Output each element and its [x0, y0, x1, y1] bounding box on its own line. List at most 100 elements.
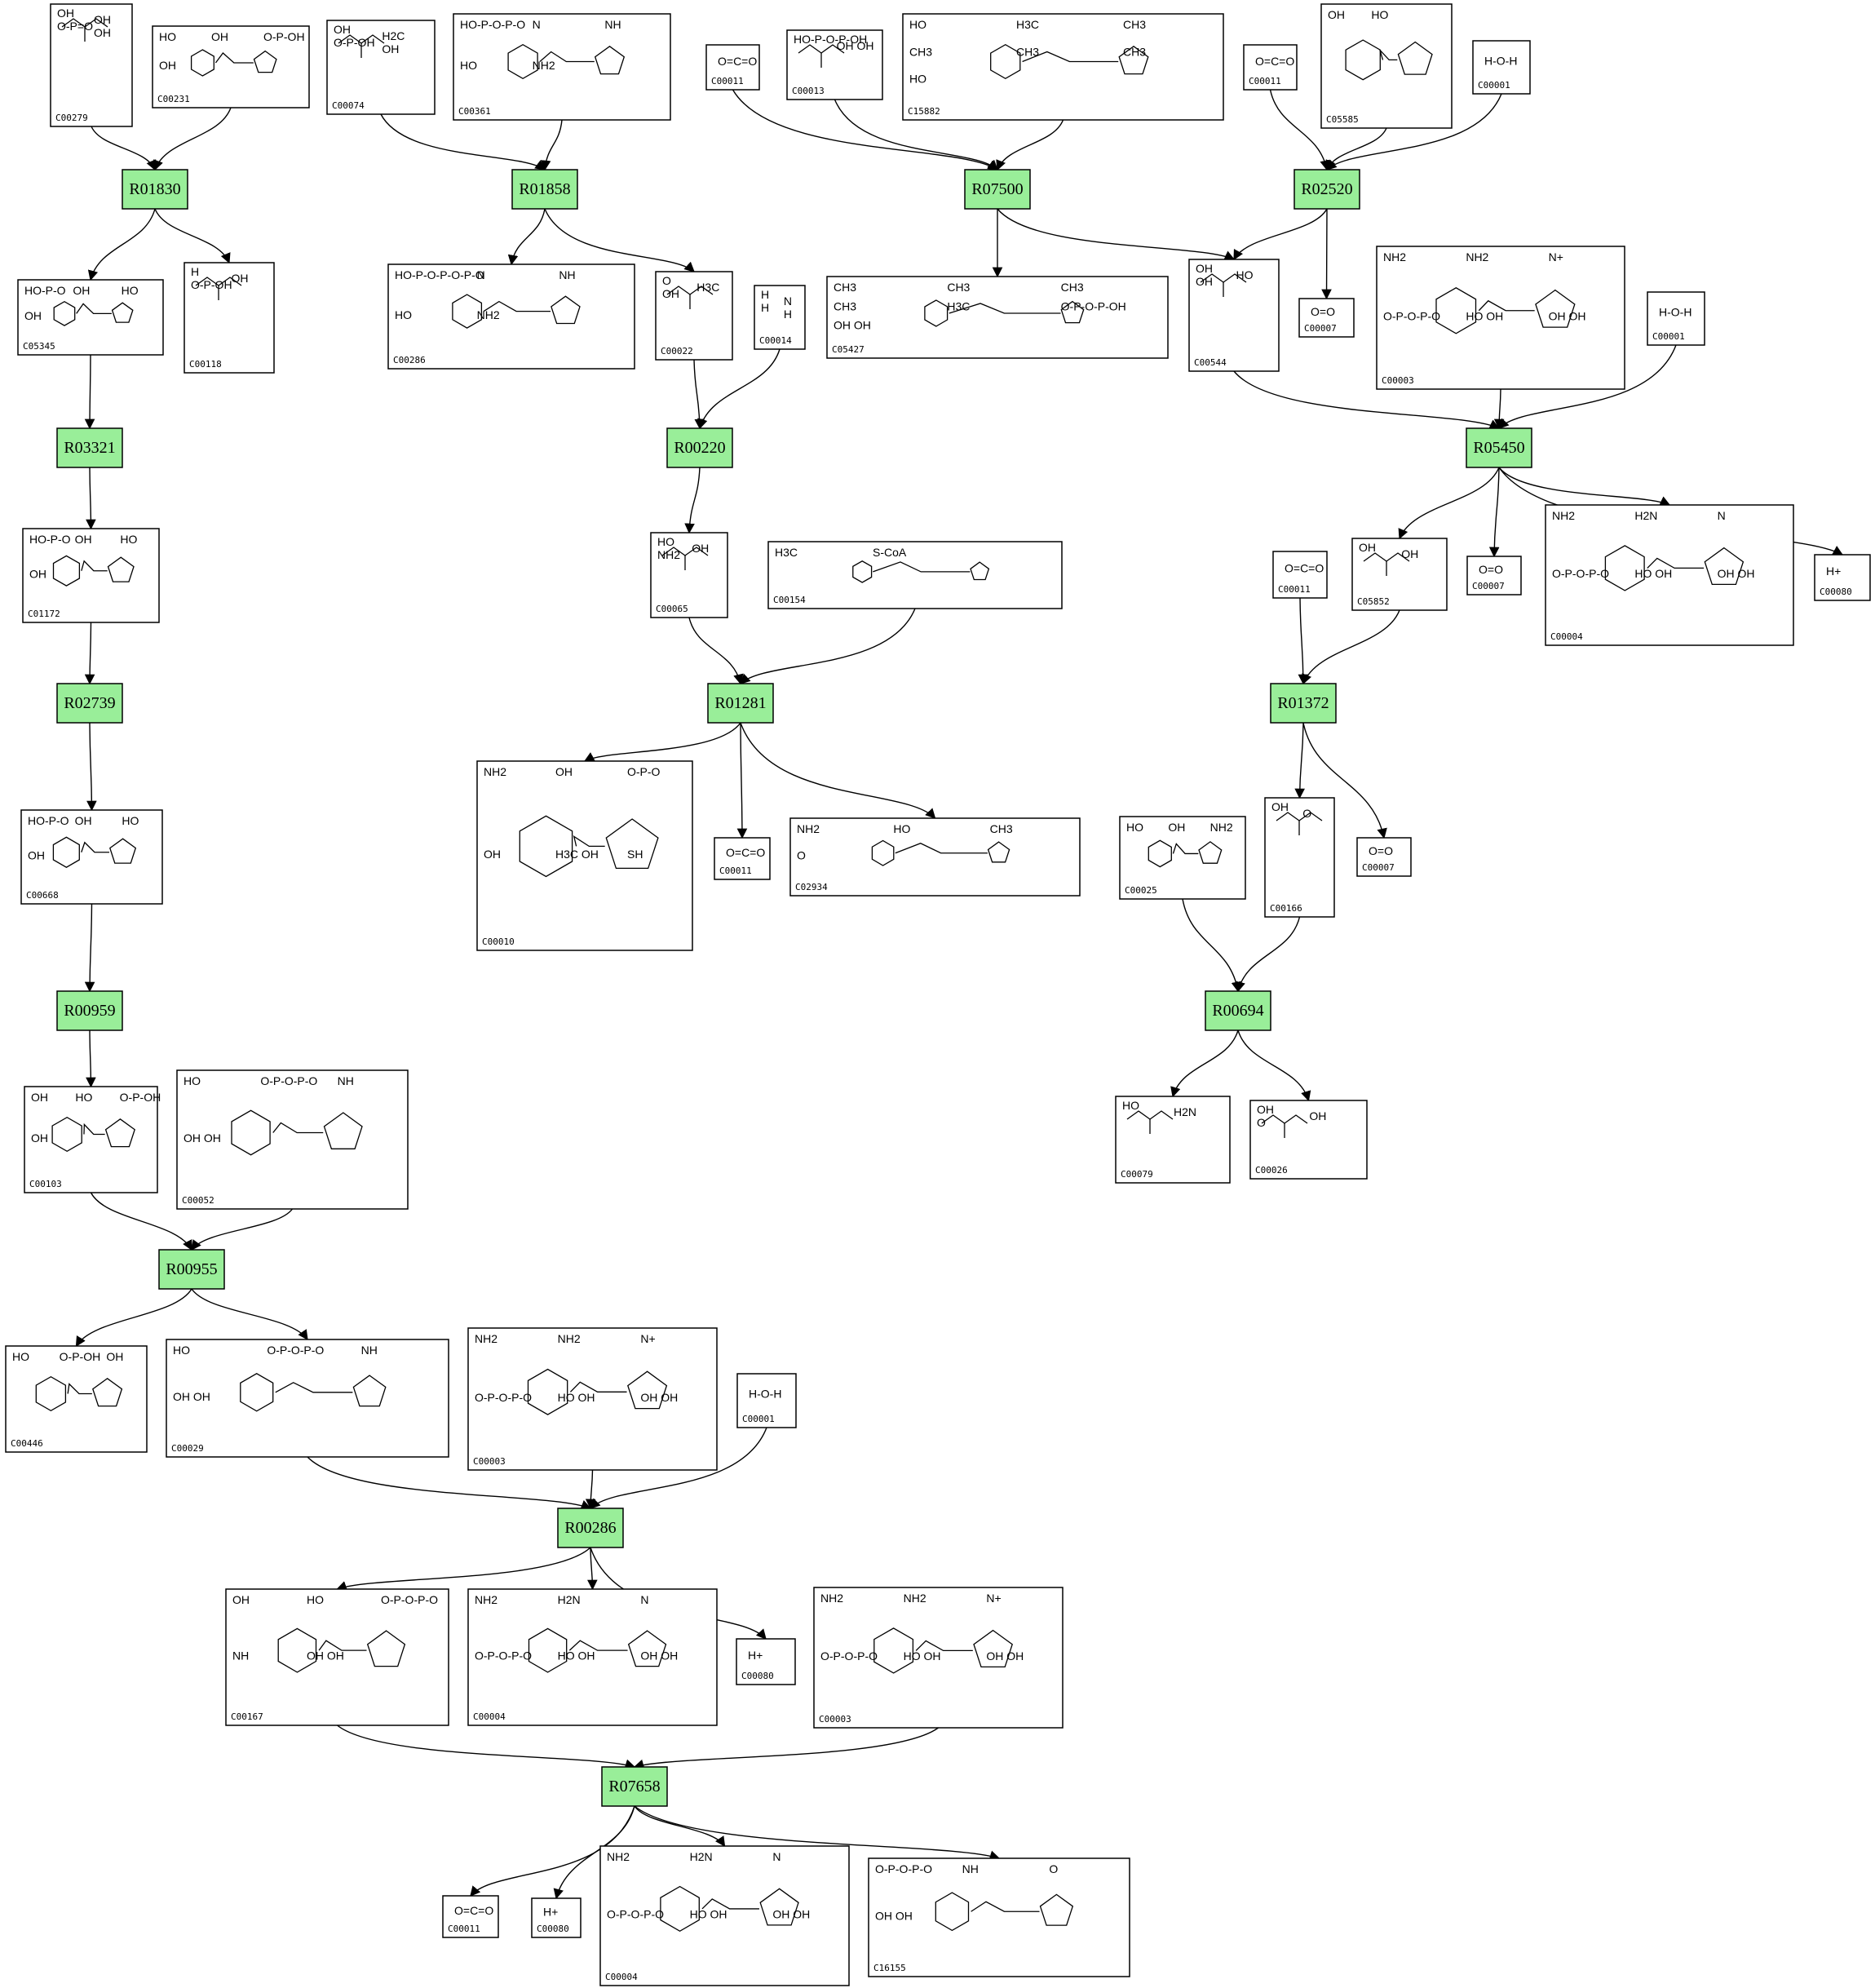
compound-box	[453, 13, 671, 121]
structure-text: O-P-OH	[120, 1091, 161, 1104]
reaction-R00286[interactable]: R00286	[557, 1508, 624, 1548]
reaction-R02739[interactable]: R02739	[56, 683, 123, 724]
structure-text: OH OH	[772, 1908, 810, 1921]
reaction-R03321[interactable]: R03321	[56, 427, 123, 468]
reaction-R05450[interactable]: R05450	[1466, 427, 1532, 468]
reaction-R07658[interactable]: R07658	[601, 1766, 668, 1807]
compound-c00080_c[interactable]: H+C00080	[531, 1897, 582, 1938]
reaction-id: R02739	[64, 694, 115, 712]
structure-text: O-P-OH	[263, 30, 305, 43]
compound-c00007_c[interactable]: O=O C00007	[1356, 837, 1412, 877]
edges-layer	[75, 89, 1844, 1900]
compound-c00080_b[interactable]: H+C00080	[736, 1638, 796, 1685]
compound-id: C00004	[473, 1711, 506, 1722]
reaction-box	[56, 427, 123, 468]
structure-icon	[1261, 1114, 1308, 1138]
reaction-R00955[interactable]: R00955	[158, 1249, 225, 1290]
reaction-R02520[interactable]: R02520	[1293, 169, 1360, 210]
structure-text: OH OH	[640, 1649, 678, 1663]
structure-text: N+	[640, 1332, 655, 1345]
structure-text: O=C=O	[726, 846, 765, 859]
structure-text: O=O	[1369, 844, 1393, 857]
reaction-R00220[interactable]: R00220	[666, 427, 733, 468]
reaction-R00959[interactable]: R00959	[56, 990, 123, 1031]
structure-text: HO-P-O	[28, 814, 69, 827]
reaction-R01858[interactable]: R01858	[511, 169, 578, 210]
structure-icon	[527, 1368, 668, 1415]
reaction-R01372[interactable]: R01372	[1270, 683, 1337, 724]
structure-text: N	[477, 268, 485, 281]
compound-box	[786, 29, 883, 100]
reaction-R07500[interactable]: R07500	[964, 169, 1031, 210]
compound-id: C00446	[11, 1438, 43, 1449]
reaction-R01830[interactable]: R01830	[122, 169, 188, 210]
compound-id: C00007	[1362, 862, 1395, 873]
structure-text: HO	[395, 308, 412, 321]
structure-icon	[195, 277, 242, 300]
compound-id: C00011	[1278, 584, 1311, 595]
structure-text: OH	[73, 284, 90, 297]
reaction-R00694[interactable]: R00694	[1205, 990, 1271, 1031]
edge-R00694-to-c00026	[1237, 1029, 1311, 1102]
edge-R01281-to-c00011_d	[736, 722, 748, 839]
compound-c00080_a[interactable]: H+C00080	[1814, 554, 1871, 601]
structure-icon	[452, 294, 581, 329]
compound-id: C00080	[1820, 587, 1852, 597]
reaction-R01281[interactable]: R01281	[707, 683, 774, 724]
compound-box	[50, 3, 133, 127]
structure-text: HO OH	[690, 1908, 727, 1921]
structure-text: H-O-H	[749, 1388, 781, 1401]
compound-box	[714, 837, 771, 880]
structure-text: NH2	[475, 1593, 497, 1606]
structure-text: CH3	[909, 45, 932, 58]
compound-id: C02934	[795, 882, 828, 892]
